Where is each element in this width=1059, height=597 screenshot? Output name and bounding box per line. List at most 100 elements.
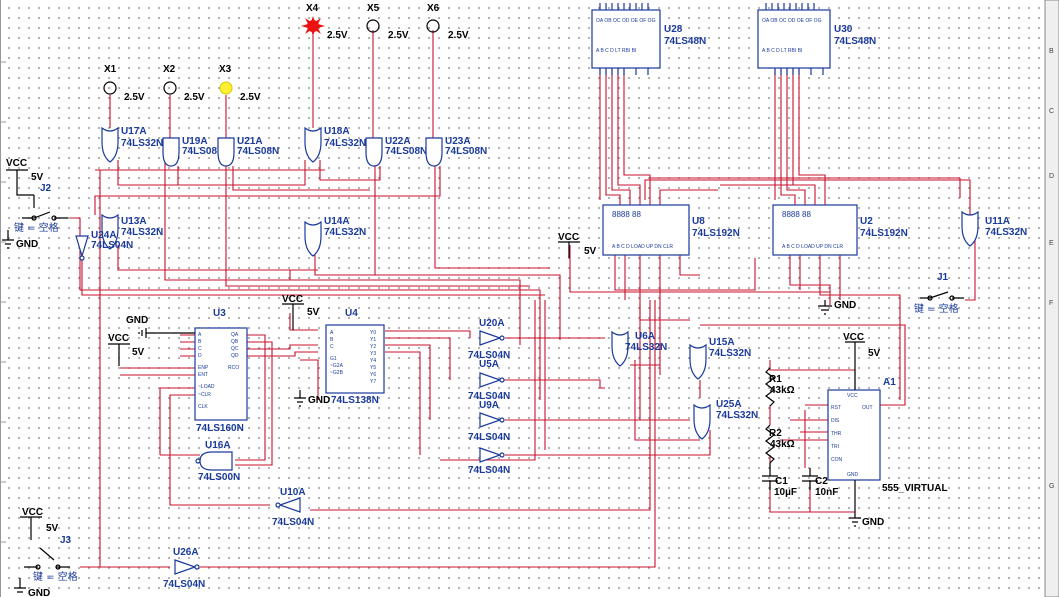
vcc-u8: VCC 5V [558, 232, 597, 258]
gnd-u3: GND [126, 315, 195, 338]
svg-text:F: F [1049, 300, 1053, 307]
probe-x3[interactable]: X3 2.5V [219, 64, 261, 103]
chip-u4[interactable]: U4 74LS138N A B C G1 ~G2A ~G2B Y0 Y1 Y2 … [325, 308, 385, 406]
probe-x1[interactable]: X1 2.5V [103, 64, 145, 103]
probe-x2-voltage: 2.5V [184, 92, 205, 103]
svg-text:Y0: Y0 [370, 330, 376, 336]
resistor-r1-value: 43kΩ [770, 385, 795, 396]
switch-j3-key: 键 = 空格 [33, 570, 78, 583]
probe-x6-voltage: 2.5V [448, 30, 469, 41]
gate-u24a-part: 74LS04N [91, 240, 133, 251]
switch-j1[interactable]: J1 键 = 空格 [914, 272, 964, 315]
svg-text:5V: 5V [31, 172, 44, 183]
chip-u2[interactable]: 8888 88 A B C D LOAD UP DN CLR U2 74LS19… [772, 204, 908, 256]
svg-text:~G2A: ~G2A [330, 363, 344, 369]
gate-u20a[interactable]: U20A 74LS04N [468, 318, 510, 361]
resistor-r1[interactable]: R1 43kΩ [765, 367, 795, 407]
capacitor-c1-value: 10µF [774, 487, 797, 498]
gate-u14a[interactable]: U14A 74LS32N [304, 216, 366, 257]
chip-u2-ref: U2 [860, 216, 873, 227]
vcc-u4: VCC 5V [282, 294, 320, 330]
gate-u6a[interactable]: U6A 74LS32N [611, 330, 667, 367]
gate-u17a[interactable]: U17A 74LS32N [101, 126, 163, 163]
chip-u4-part: 74LS138N [331, 395, 379, 406]
svg-text:GND: GND [847, 472, 859, 478]
gate-u25a[interactable]: U25A 74LS32N [693, 399, 758, 440]
gate-u25a-ref: U25A [716, 399, 742, 410]
svg-text:Y5: Y5 [370, 365, 376, 371]
capacitor-c2-ref: C2 [815, 476, 828, 487]
gate-u26a[interactable]: U26A 74LS04N [163, 547, 205, 590]
wires [70, 30, 976, 568]
probe-x4-voltage: 2.5V [327, 30, 348, 41]
gnd-j3: GND [14, 578, 50, 597]
gate-u10a-ref: U10A [280, 487, 306, 498]
chip-u28[interactable]: OA OB OC OD OE OF OG A B C D LT RBI BI U… [591, 3, 706, 75]
chip-u2-part: 74LS192N [860, 228, 908, 239]
svg-text:GND: GND [834, 300, 856, 311]
chip-u4-pins-right: Y0 Y1 Y2 Y3 Y4 Y5 Y6 Y7 [370, 330, 376, 385]
gate-u11a[interactable]: U11A 74LS32N [961, 210, 1027, 247]
chip-u8-part: 74LS192N [692, 228, 740, 239]
gate-u13a[interactable]: U13A 74LS32N [101, 213, 163, 250]
svg-text:TRI: TRI [831, 444, 839, 450]
chip-u8[interactable]: 8888 88 A B C D LOAD UP DN CLR U8 74LS19… [602, 204, 740, 256]
gnd-j2: GND [2, 230, 38, 250]
capacitor-c2[interactable]: C2 10nF [802, 468, 838, 498]
gate-u9a[interactable]: U9A 74LS04N [468, 400, 510, 443]
gate-u18a[interactable]: U18A 74LS32N [304, 126, 366, 163]
svg-text:E: E [1049, 240, 1054, 247]
gate-u24a[interactable]: U24A 74LS04N [75, 230, 133, 261]
resistor-r2[interactable]: R2 43kΩ [765, 424, 795, 464]
gate-u16a[interactable]: U16A 74LS00N [195, 440, 240, 483]
probe-x4[interactable]: X4 2.5V [301, 3, 348, 41]
svg-text:RCO: RCO [228, 365, 239, 371]
chip-u30[interactable]: OA OB OC OD OE OF OG A B C D LT RBI BI U… [757, 3, 876, 75]
gate-u15a-part: 74LS32N [709, 348, 751, 359]
probe-x1-name: X1 [104, 64, 117, 75]
capacitor-c1[interactable]: C1 10µF [762, 463, 797, 498]
switch-j1-ref: J1 [937, 272, 949, 283]
gate-u7a[interactable]: 74LS04N [468, 447, 510, 476]
chip-a1[interactable]: A1 555_VIRTUAL VCC OUT GND RST DIS THR T… [827, 377, 948, 494]
gate-u11a-part: 74LS32N [985, 227, 1027, 238]
chip-u3[interactable]: U3 74LS160N A B C D ENP ENT ~LOAD ~CLR C… [194, 308, 248, 434]
gate-u16a-part: 74LS00N [198, 472, 240, 483]
gate-u18a-part: 74LS32N [324, 138, 366, 149]
svg-text:Y7: Y7 [370, 379, 376, 385]
svg-text:C: C [1049, 108, 1054, 115]
gate-u19a[interactable]: U19A 74LS08N [162, 136, 224, 167]
probe-x4-burst-icon [301, 16, 325, 36]
svg-text:C: C [198, 346, 202, 352]
gate-u23a[interactable]: U23A 74LS08N [425, 136, 487, 167]
gate-u14a-ref: U14A [324, 216, 350, 227]
gate-u22a-ref: U22A [385, 136, 411, 147]
gate-u16a-ref: U16A [205, 440, 231, 451]
probe-x2[interactable]: X2 2.5V [163, 64, 205, 103]
svg-text:A B C D LT RBI BI: A B C D LT RBI BI [596, 48, 636, 54]
gate-u5a-part: 74LS04N [468, 391, 510, 402]
svg-text:C: C [330, 344, 334, 350]
gate-u15a[interactable]: U15A 74LS32N [689, 337, 751, 380]
svg-text:QC: QC [231, 346, 239, 352]
gnd-a1: GND [849, 480, 884, 528]
chip-u3-pins-left: A B C D ENP ENT ~LOAD ~CLR CLK [198, 332, 215, 410]
gate-u22a[interactable]: U22A 74LS08N [365, 136, 427, 167]
gnd-u4: GND [294, 390, 330, 407]
gate-u21a[interactable]: U21A 74LS08N [217, 136, 279, 167]
gate-u5a[interactable]: U5A 74LS04N [468, 359, 510, 402]
switch-j2[interactable]: J2 键 = 空格 [14, 183, 68, 234]
probe-x6[interactable]: X6 2.5V [426, 3, 469, 41]
chip-u4-pins-left: A B C G1 ~G2A ~G2B [330, 330, 344, 376]
resistor-r1-ref: R1 [769, 374, 782, 385]
gate-u10a[interactable]: U10A 74LS04N [272, 487, 314, 528]
gate-u6a-part: 74LS32N [625, 342, 667, 353]
svg-text:Y6: Y6 [370, 372, 376, 378]
switch-j3[interactable]: J3 键 = 空格 [24, 535, 78, 583]
svg-text:A: A [198, 332, 202, 338]
svg-text:B: B [1049, 48, 1054, 55]
probe-x5[interactable]: X5 2.5V [366, 3, 409, 41]
chip-u28-part: 74LS48N [664, 36, 706, 47]
